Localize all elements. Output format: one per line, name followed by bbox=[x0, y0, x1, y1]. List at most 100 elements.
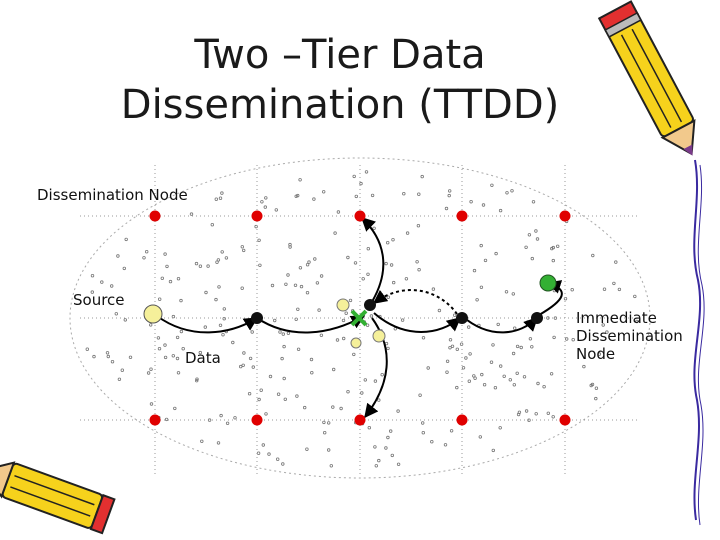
neighbor-node-2 bbox=[372, 329, 386, 343]
sensor-dot bbox=[175, 335, 180, 340]
sensor-dot bbox=[396, 462, 401, 466]
sensor-dot bbox=[179, 329, 184, 334]
sensor-dot bbox=[366, 272, 370, 276]
sensor-dot bbox=[571, 338, 575, 342]
data-path-up bbox=[360, 217, 385, 306]
sensor-dot bbox=[552, 288, 557, 293]
sensor-dot bbox=[157, 297, 162, 301]
sensor-dot bbox=[198, 350, 202, 355]
sensor-dot bbox=[549, 372, 554, 376]
sensor-dot bbox=[160, 276, 164, 280]
sensor-dot bbox=[455, 385, 459, 390]
sensor-dot bbox=[286, 331, 291, 335]
sensor-dot bbox=[282, 376, 286, 381]
sensor-dot bbox=[498, 426, 502, 430]
sensor-dot bbox=[220, 191, 224, 195]
sensor-dot bbox=[217, 285, 221, 289]
sensor-dot bbox=[267, 452, 271, 456]
sensor-dot bbox=[372, 226, 376, 230]
sensor-dot bbox=[551, 258, 555, 263]
sensor-dot bbox=[210, 222, 214, 227]
sensor-dot bbox=[479, 285, 484, 289]
sensor-dot bbox=[370, 193, 375, 198]
grid-node bbox=[456, 210, 468, 222]
sensor-dot bbox=[198, 264, 203, 268]
sensor-dot bbox=[336, 210, 341, 214]
sensor-dot bbox=[449, 429, 454, 433]
sensor-dot bbox=[298, 178, 302, 182]
sensor-dot bbox=[216, 258, 221, 262]
sensor-dot bbox=[90, 274, 95, 278]
sensor-dot bbox=[513, 326, 517, 330]
sensor-dot bbox=[386, 240, 390, 245]
sensor-dot bbox=[331, 405, 335, 409]
pencil-icon bbox=[597, 0, 696, 156]
sensor-dot bbox=[273, 318, 277, 323]
sensor-dot bbox=[524, 409, 529, 413]
title-line-1: Two –Tier Data bbox=[194, 32, 486, 78]
sensor-dot bbox=[233, 416, 237, 420]
sensor-dot bbox=[258, 263, 262, 267]
sensor-dot bbox=[257, 397, 261, 402]
grid-node bbox=[251, 414, 263, 426]
sensor-dot bbox=[400, 318, 405, 322]
sensor-dot bbox=[534, 229, 538, 233]
sensor-dot bbox=[448, 338, 453, 342]
sensor-dot bbox=[216, 441, 221, 445]
sensor-dot bbox=[176, 371, 181, 375]
sensor-dot bbox=[417, 268, 421, 272]
sensor-dot bbox=[110, 360, 115, 364]
sensor-dot bbox=[386, 435, 390, 440]
sensor-dot bbox=[373, 445, 377, 449]
sensor-dot bbox=[404, 277, 409, 281]
sensor-dot bbox=[282, 344, 286, 349]
sensor-dot bbox=[215, 260, 219, 264]
sensor-dot bbox=[389, 263, 394, 267]
grid-node bbox=[559, 210, 571, 222]
sensor-dot bbox=[526, 320, 530, 324]
sensor-dot bbox=[392, 280, 396, 285]
sensor-dot bbox=[149, 402, 154, 406]
sensor-dot bbox=[165, 264, 169, 269]
sensor-dot bbox=[614, 260, 618, 264]
sensor-dot bbox=[481, 203, 486, 207]
sensor-dot bbox=[582, 364, 586, 369]
sensor-dot bbox=[157, 347, 162, 351]
sensor-dot bbox=[164, 417, 169, 422]
title-line-2: Dissemination (TTDD) bbox=[120, 82, 560, 128]
sensor-dot bbox=[527, 233, 532, 237]
sensor-dot bbox=[415, 260, 419, 264]
neighbor-node-1 bbox=[336, 298, 350, 312]
sensor-dot bbox=[443, 443, 448, 447]
sensor-dot bbox=[493, 386, 498, 390]
sensor-dot bbox=[591, 253, 595, 258]
sensor-dot bbox=[286, 273, 290, 277]
sensor-dot bbox=[467, 379, 471, 383]
sensor-dot bbox=[421, 431, 425, 435]
sensor-dot bbox=[431, 287, 436, 291]
sensor-dot bbox=[365, 323, 370, 327]
label-data: Data bbox=[185, 349, 221, 367]
sensor-dot bbox=[430, 440, 434, 444]
sensor-dot bbox=[489, 360, 494, 364]
sensor-dot bbox=[204, 290, 208, 295]
sensor-dot bbox=[176, 277, 181, 281]
sensor-dot bbox=[515, 371, 519, 375]
sensor-dot bbox=[238, 364, 243, 369]
sensor-dot bbox=[247, 392, 252, 396]
sensor-dot bbox=[519, 345, 523, 350]
sensor-dot bbox=[635, 319, 639, 324]
sensor-dot bbox=[512, 383, 516, 387]
sensor-dot bbox=[391, 237, 395, 242]
sensor-dot bbox=[283, 397, 287, 401]
sensor-dot bbox=[114, 312, 118, 316]
sensor-dot bbox=[214, 297, 218, 302]
sensor-dot bbox=[565, 337, 569, 341]
sensor-dot bbox=[218, 196, 223, 200]
sensor-dot bbox=[445, 370, 449, 374]
sensor-dot bbox=[418, 393, 422, 397]
sensor-dot bbox=[327, 448, 331, 452]
sensor-dot bbox=[450, 344, 455, 348]
label-immediate-line-2: Dissemination bbox=[576, 327, 683, 345]
